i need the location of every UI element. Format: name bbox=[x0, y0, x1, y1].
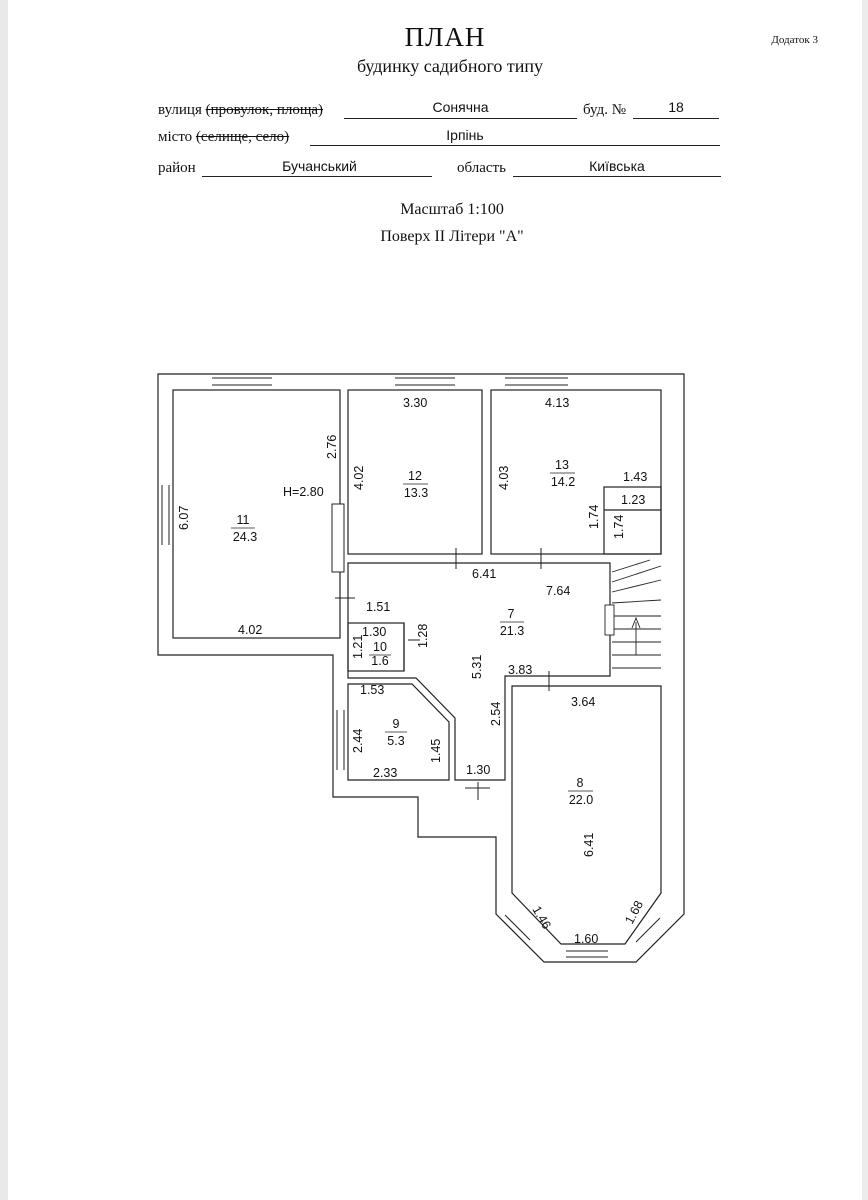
dimension-label: 6.41 bbox=[582, 833, 596, 857]
room-11-area: 24.3 bbox=[233, 530, 257, 544]
scale-label: Масштаб 1:100 bbox=[400, 201, 504, 218]
city-label-text: місто bbox=[158, 129, 193, 145]
dimension-label: 3.30 bbox=[403, 396, 427, 410]
building-value: 18 bbox=[668, 99, 684, 115]
annex-label: Додаток 3 bbox=[771, 34, 818, 46]
staircase bbox=[604, 559, 662, 669]
dimension-label: 4.03 bbox=[497, 466, 511, 490]
windows bbox=[161, 377, 661, 958]
room-9-number: 9 bbox=[393, 717, 400, 731]
city-label-struck: (селище, село) bbox=[195, 129, 290, 145]
room-8-number: 8 bbox=[577, 776, 584, 790]
room-9-area: 5.3 bbox=[387, 734, 404, 748]
dimension-label: 7.64 bbox=[546, 584, 570, 598]
room-10-number: 10 bbox=[373, 640, 387, 654]
room-8-outline bbox=[511, 685, 662, 945]
region-underline bbox=[513, 176, 721, 177]
dimension-label: 1.74 bbox=[587, 505, 601, 529]
dimension-label: 2.33 bbox=[373, 766, 397, 780]
street-underline bbox=[344, 118, 577, 119]
dimension-label: 5.31 bbox=[470, 655, 484, 679]
room-9-outline bbox=[347, 683, 450, 781]
building-underline bbox=[633, 118, 719, 119]
dimension-label: 1.60 bbox=[574, 932, 598, 946]
room-10-area: 1.6 bbox=[371, 654, 388, 668]
dimension-label: 1.30 bbox=[466, 763, 490, 777]
dimension-label: 1.43 bbox=[623, 470, 647, 484]
dimension-label: 1.46 bbox=[529, 904, 553, 932]
room-8-area: 22.0 bbox=[569, 793, 593, 807]
dimension-label: 6.41 bbox=[472, 567, 496, 581]
city-underline bbox=[310, 145, 720, 146]
room-labels: 11 24.3 12 13.3 13 14.2 7 21.3 10 1.6 9 … bbox=[231, 458, 593, 807]
dimension-label: 1.53 bbox=[360, 683, 384, 697]
room-11-outline bbox=[172, 389, 341, 639]
page-edge bbox=[0, 0, 8, 1200]
dimension-label: 2.76 bbox=[325, 435, 339, 459]
room-11-number: 11 bbox=[237, 513, 250, 527]
dimension-label: 4.02 bbox=[352, 466, 366, 490]
ceiling-height-label: Н=2.80 bbox=[283, 485, 324, 499]
room-7-number: 7 bbox=[508, 607, 515, 621]
dimension-label: 1.28 bbox=[416, 624, 430, 648]
dimension-label: 1.68 bbox=[622, 898, 646, 926]
city-value: Ірпінь bbox=[446, 127, 484, 143]
building-label: буд. № bbox=[583, 102, 627, 118]
document-title: ПЛАН bbox=[404, 22, 486, 52]
room-12-area: 13.3 bbox=[404, 486, 428, 500]
outer-wall-outline bbox=[157, 373, 685, 963]
dimension-label: 2.44 bbox=[351, 729, 365, 753]
room-13-number: 13 bbox=[555, 458, 569, 472]
door-marks bbox=[331, 503, 550, 800]
floor-label: Поверх II Літери "А" bbox=[380, 228, 524, 245]
region-value: Київська bbox=[589, 158, 645, 174]
dimension-label: 1.21 bbox=[351, 635, 365, 659]
room-13-area: 14.2 bbox=[551, 475, 575, 489]
dimension-label: 1.45 bbox=[429, 739, 443, 763]
dimension-label: 1.30 bbox=[362, 625, 386, 639]
dimension-label: 2.54 bbox=[489, 702, 503, 726]
dimension-label: 6.07 bbox=[177, 506, 191, 530]
dimension-labels: 6.07 4.02 2.76 3.30 4.02 4.13 4.03 1.43 … bbox=[177, 396, 647, 946]
street-label-text: вулиця bbox=[158, 102, 202, 118]
dimension-label: 1.23 bbox=[621, 493, 645, 507]
region-label: область bbox=[457, 160, 506, 176]
document-subtitle: будинку садибного типу bbox=[356, 56, 544, 76]
dimension-label: 3.83 bbox=[508, 663, 532, 677]
dimension-label: 3.64 bbox=[571, 695, 595, 709]
page-edge bbox=[862, 0, 868, 1200]
dimension-label: 1.74 bbox=[612, 515, 626, 539]
room-13-outline bbox=[490, 389, 662, 555]
district-label: район bbox=[158, 160, 196, 176]
district-underline bbox=[202, 176, 432, 177]
district-value: Бучанський bbox=[282, 158, 357, 174]
dimension-label: 1.51 bbox=[366, 600, 390, 614]
room-12-number: 12 bbox=[408, 469, 422, 483]
street-value: Сонячна bbox=[432, 99, 489, 115]
dimension-label: 4.13 bbox=[545, 396, 569, 410]
dimension-label: 4.02 bbox=[238, 623, 262, 637]
street-label-struck: (провулок, площа) bbox=[205, 102, 324, 118]
room-12-outline bbox=[347, 389, 483, 555]
street-label: вулиця (провулок, площа) bbox=[158, 102, 323, 119]
city-label: місто (селище, село) bbox=[158, 129, 289, 146]
stair-shaft-outline bbox=[603, 486, 662, 555]
room-7-area: 21.3 bbox=[500, 624, 524, 638]
